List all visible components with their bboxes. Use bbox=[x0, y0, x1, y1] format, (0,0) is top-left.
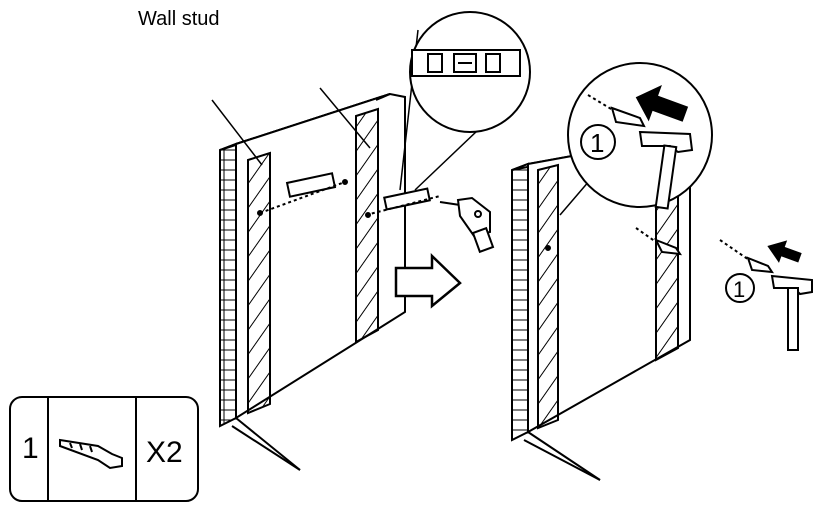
part-item-number: 1 bbox=[22, 432, 39, 465]
side-hammer-group bbox=[719, 239, 813, 351]
level-callout bbox=[399, 11, 531, 191]
hammer-callout bbox=[559, 62, 713, 216]
hammer-icon bbox=[638, 130, 694, 210]
parts-box bbox=[9, 396, 199, 502]
wall-anchor-in-wall bbox=[653, 238, 683, 256]
left-stud-1 bbox=[247, 151, 271, 415]
spirit-level-icon bbox=[411, 49, 521, 77]
level-on-wall-left bbox=[285, 172, 337, 198]
side-step-number: 1 bbox=[733, 277, 745, 302]
wall-stud-label: Wall stud bbox=[138, 8, 220, 30]
wall-anchor-callout bbox=[610, 106, 646, 128]
hammer-icon bbox=[770, 274, 813, 351]
left-wall bbox=[211, 87, 441, 471]
power-drill-icon bbox=[439, 196, 495, 254]
arrow-right-icon bbox=[394, 253, 462, 309]
step-number-circle bbox=[580, 124, 616, 160]
wall-anchor-icon bbox=[59, 438, 123, 470]
wall-anchor-side bbox=[746, 256, 775, 274]
side-step-number-circle bbox=[725, 273, 755, 303]
step-number: 1 bbox=[590, 128, 604, 158]
right-wall-brick-edge bbox=[511, 162, 529, 442]
right-stud-2 bbox=[655, 194, 679, 362]
arrow-left-icon bbox=[635, 85, 689, 122]
arrow-left-icon bbox=[767, 240, 802, 263]
left-wall-brick-edge bbox=[219, 142, 237, 428]
right-stud-1 bbox=[537, 163, 559, 430]
left-stud-2 bbox=[355, 107, 379, 344]
part-quantity: X2 bbox=[146, 436, 183, 469]
